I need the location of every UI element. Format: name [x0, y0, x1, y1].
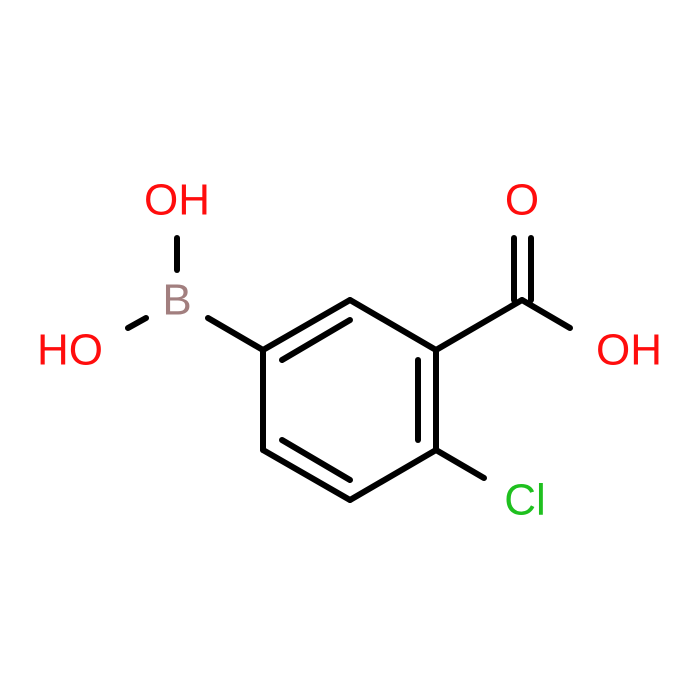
- boronic-oh-top-label: OH: [144, 176, 210, 225]
- ring-bond-4: [260, 447, 353, 503]
- ring-bond-3: [347, 447, 439, 503]
- aromatic-inner-bond-bottom: [279, 437, 353, 483]
- ring-to-carboxyl-bond: [433, 297, 525, 353]
- ring-bond-6: [260, 297, 353, 353]
- carbonyl-oxygen-label: O: [505, 176, 539, 225]
- carboxyl-oh-label: OH: [596, 326, 662, 375]
- chlorine-bond: [433, 447, 487, 481]
- boron-oh-left-bond: [125, 315, 149, 331]
- atom-labels: OH B HO O OH Cl: [37, 176, 662, 525]
- carboxyl-oh-bond: [519, 297, 573, 331]
- ring-to-boron-bond: [205, 315, 266, 353]
- ring-bond-1: [347, 297, 439, 353]
- aromatic-inner-bond-top: [279, 317, 353, 363]
- chlorine-atom-label: Cl: [504, 476, 546, 525]
- bonds: [125, 235, 573, 503]
- boronic-oh-left-label: HO: [37, 326, 103, 375]
- boron-atom-label: B: [162, 276, 191, 325]
